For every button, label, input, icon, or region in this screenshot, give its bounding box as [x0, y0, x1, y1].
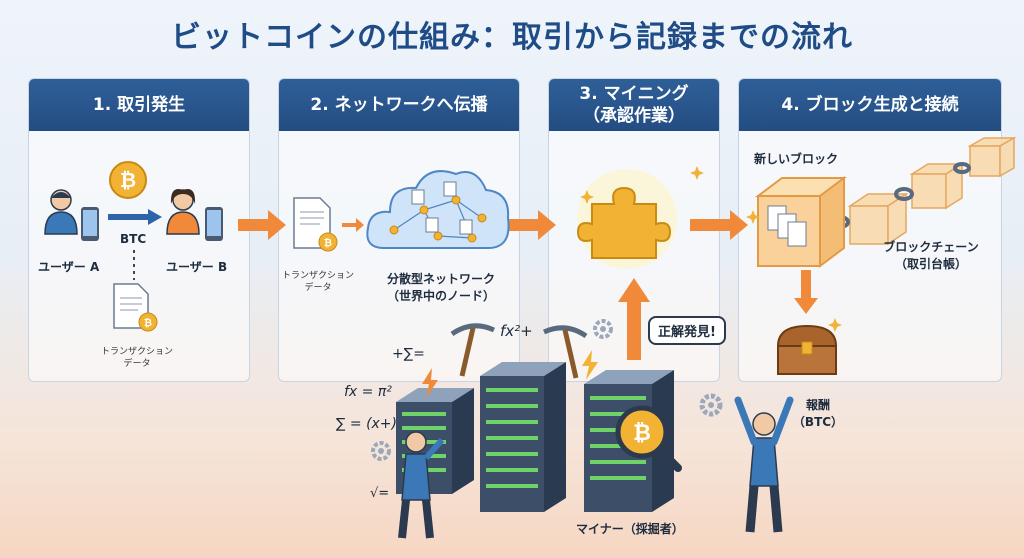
sparkle-icon: [746, 210, 760, 224]
tx-data-label-2-line2: データ: [304, 283, 332, 293]
callout-bubble: 正解発見!: [648, 316, 726, 345]
formula-text: ∑ = (x+): [336, 416, 398, 432]
new-block-label: 新しいブロック: [754, 152, 839, 166]
phone-b-icon: [205, 207, 223, 241]
tx-data-label-1-line2: データ: [123, 359, 151, 369]
gear-icon: [371, 441, 391, 461]
lightning-icon: [582, 350, 598, 380]
sparkle-icon: [828, 318, 842, 332]
tx-data-label-1: トランザクション データ: [92, 346, 182, 370]
miner-label: マイナー（採掘者）: [576, 522, 684, 536]
bitcoin-coin-icon: ₿: [109, 161, 147, 199]
lightning-icon: [422, 368, 438, 398]
up-arrow: [618, 278, 650, 360]
chain-label: ブロックチェーン （取引台帳）: [876, 238, 986, 272]
flow-arrow-1: [238, 210, 286, 240]
step-header-2: 2. ネットワークへ伝播: [279, 79, 519, 131]
flow-arrow-3: [690, 210, 748, 240]
server-rack: [480, 362, 566, 512]
pickaxe-icon: [450, 323, 496, 377]
network-label: 分散型ネットワーク （世界中のノード）: [376, 270, 506, 304]
sparkle-icon: [690, 166, 704, 180]
chain-label-line1: ブロックチェーン: [883, 240, 979, 254]
sparkle-icon: [580, 190, 594, 204]
treasure-chest-icon: [776, 324, 838, 375]
tx-data-label-2-line1: トランザクション: [281, 271, 354, 281]
gear-icon: [593, 319, 613, 339]
transfer-arrow: [108, 209, 162, 225]
document-icon: ₿: [293, 197, 338, 252]
formula-text: +∑=: [392, 346, 425, 362]
puzzle-piece-icon: [576, 169, 677, 269]
gear-icon: [699, 393, 723, 417]
miner-figure: [398, 431, 445, 539]
phone-a-icon: [81, 207, 99, 241]
svg-text:₿: ₿: [324, 237, 332, 249]
tx-data-label-2: トランザクション データ: [276, 270, 360, 294]
formula-text: fx²+: [500, 322, 533, 340]
step-header-3-line1: 3. マイニング: [579, 84, 689, 104]
step-header-3-line2: （承認作業）: [583, 106, 685, 126]
svg-text:₿: ₿: [144, 317, 152, 329]
coin-label: BTC: [120, 232, 147, 246]
user-a-label: ユーザー A: [38, 260, 100, 274]
step-header-1: 1. 取引発生: [29, 79, 249, 131]
formula-text: √=: [370, 486, 390, 501]
reward-label-line1: 報酬: [805, 398, 830, 412]
user-a-icon: [44, 189, 78, 235]
document-icon: ₿: [113, 283, 158, 332]
small-arrow: [342, 218, 364, 232]
pickaxe-icon: [542, 325, 588, 379]
user-b-icon: [166, 188, 200, 235]
network-label-line2: （世界中のノード）: [386, 289, 495, 303]
svg-text:₿: ₿: [120, 168, 136, 192]
magnifier-icon: ₿: [615, 405, 682, 472]
down-arrow: [794, 270, 818, 314]
svg-text:₿: ₿: [633, 421, 651, 446]
celebrating-person: [734, 396, 794, 533]
network-label-line1: 分散型ネットワーク: [386, 272, 495, 286]
network-cloud-icon: [366, 170, 510, 249]
page-title: ビットコインの仕組み：取引から記録までの流れ: [171, 20, 853, 55]
new-block-icon: [755, 176, 847, 268]
step-header-3: 3. マイニング （承認作業）: [549, 79, 719, 131]
user-b-label: ユーザー B: [166, 260, 228, 274]
callout-text: 正解発見!: [658, 325, 716, 340]
flow-arrow-2: [508, 210, 556, 240]
step-header-4: 4. ブロック生成と接続: [739, 79, 1001, 131]
reward-label-line2: （BTC）: [792, 415, 844, 429]
chain-label-line2: （取引台帳）: [894, 257, 967, 271]
block-chain-links: [830, 136, 1017, 246]
dotted-connector: [133, 250, 135, 280]
reward-label: 報酬 （BTC）: [788, 396, 848, 430]
tx-data-label-1-line1: トランザクション: [100, 347, 173, 357]
formula-text: fx = π²: [344, 384, 392, 400]
